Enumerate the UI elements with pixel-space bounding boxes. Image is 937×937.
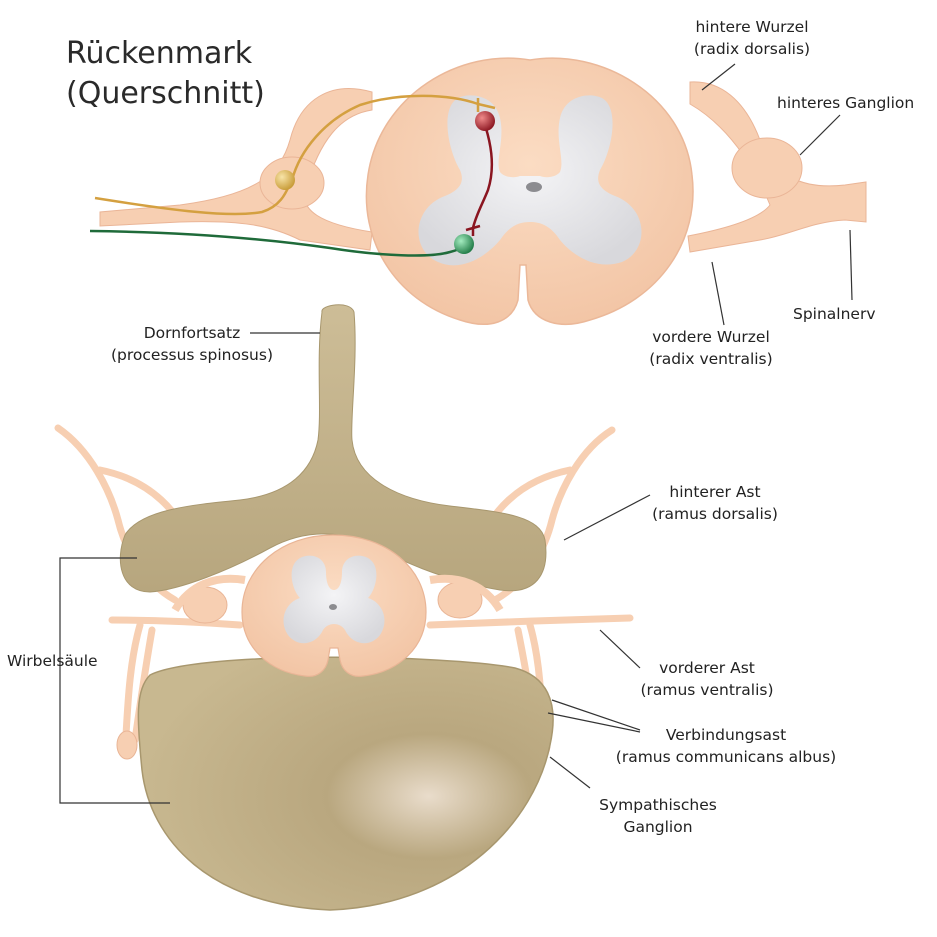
right-dorsal-ganglion	[731, 137, 803, 199]
label-hinteres-ganglion: hinteres Ganglion	[777, 92, 914, 114]
label-vordere-wurzel: vordere Wurzel (radix ventralis)	[637, 326, 785, 370]
label-vorderer-ast: vorderer Ast (ramus ventralis)	[632, 657, 782, 701]
label-dornfortsatz-line-2: (processus spinosus)	[111, 346, 273, 364]
label-hintere-wurzel-line-1: hintere Wurzel	[695, 18, 809, 36]
interneuron-cell-body	[475, 111, 495, 131]
label-vorderer-ast-line-1: vorderer Ast	[659, 659, 755, 677]
left-sympathetic-ganglion	[116, 730, 138, 760]
central-canal	[526, 182, 542, 192]
interneuron-fiber	[471, 121, 494, 229]
label-verbindungsast-line-1: Verbindungsast	[665, 726, 787, 744]
leader-lines	[59, 63, 853, 804]
motor-neuron-fiber	[89, 229, 466, 257]
vertebra-spinal-cord	[171, 534, 504, 677]
label-hintere-wurzel-line-2: (radix dorsalis)	[693, 40, 811, 58]
motor-neuron-cell-body	[454, 234, 474, 254]
label-vordere-wurzel-line-1: vordere Wurzel	[652, 328, 770, 346]
title-line-2: (Querschnitt)	[66, 76, 265, 111]
sensory-neuron-terminal	[476, 98, 496, 112]
label-wirbelsaeule-line-1: Wirbelsäule	[7, 652, 98, 670]
label-dornfortsatz-line-1: Dornfortsatz	[143, 324, 241, 342]
label-hinteres-ganglion-line-1: hinteres Ganglion	[777, 94, 915, 112]
label-vorderer-ast-line-2: (ramus ventralis)	[640, 681, 774, 699]
label-sympathisches-ganglion-line-2: Ganglion	[623, 818, 693, 836]
label-hinterer-ast-line-2: (ramus dorsalis)	[652, 505, 778, 523]
sensory-neuron-cell-body	[275, 170, 295, 190]
label-sympathisches-ganglion: Sympathisches Ganglion	[583, 794, 733, 838]
label-sympathisches-ganglion-line-1: Sympathisches	[599, 796, 717, 814]
vertebral-body	[137, 656, 554, 911]
vertebra	[54, 304, 634, 911]
spinal-cord-cross-section	[89, 57, 867, 325]
label-wirbelsaeule: Wirbelsäule	[7, 650, 98, 672]
right-nerve-roots	[687, 81, 867, 253]
label-hintere-wurzel: hintere Wurzel (radix dorsalis)	[672, 16, 832, 60]
label-verbindungsast-line-2: (ramus communicans albus)	[615, 748, 837, 766]
label-spinalnerv-line-1: Spinalnerv	[793, 305, 876, 323]
label-hinterer-ast: hinterer Ast (ramus dorsalis)	[640, 481, 790, 525]
diagram-title: Rückenmark (Querschnitt)	[66, 34, 265, 114]
interneuron-terminal	[465, 224, 481, 236]
label-verbindungsast: Verbindungsast (ramus communicans albus)	[604, 724, 848, 768]
title-line-1: Rückenmark	[66, 36, 253, 71]
label-vordere-wurzel-line-2: (radix ventralis)	[649, 350, 773, 368]
label-dornfortsatz: Dornfortsatz (processus spinosus)	[92, 322, 292, 366]
label-hinterer-ast-line-1: hinterer Ast	[669, 483, 761, 501]
label-spinalnerv: Spinalnerv	[793, 303, 876, 325]
